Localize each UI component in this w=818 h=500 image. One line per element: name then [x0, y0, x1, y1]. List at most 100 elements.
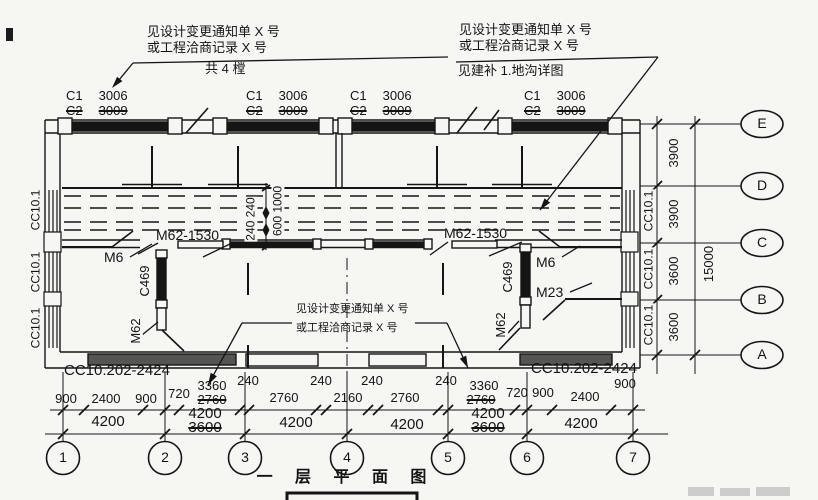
window-size-new: 3006 [556, 88, 586, 103]
window-tag-2: C1 3006 C2 3009 [246, 88, 308, 118]
dim-right-span-3: 3600 [665, 255, 682, 287]
leader-lines [112, 56, 659, 386]
dim-row1: 240 [310, 373, 332, 388]
axis-bubble-7: 7 [629, 449, 637, 465]
door-tag-m62-right: M62 [492, 311, 509, 339]
note-top-left-count: 共 4 樘 [205, 61, 246, 76]
stamp-marks [6, 28, 790, 496]
note-middle-line1: 见设计变更通知单 X 号 [296, 303, 409, 315]
dim-row1: 900 [614, 376, 636, 391]
dim-row2-struck: 3600 [471, 419, 505, 436]
window-code-new: C1 [246, 88, 263, 103]
bottom-dimensions [45, 372, 668, 441]
wall-window-cc101: CC10.1 [641, 303, 656, 347]
window-code-old: C2 [246, 103, 263, 118]
axis-bubble-1: 1 [59, 449, 67, 465]
dim-right-span-4: 3600 [665, 311, 682, 343]
window-size-new: 3006 [278, 88, 308, 103]
window-code-old: C2 [350, 103, 367, 118]
window-code-new: C1 [350, 88, 367, 103]
dim-row1-struck: 2760 [197, 392, 227, 407]
axis-bubble-b: B [757, 291, 767, 307]
axis-bubble-c: C [756, 234, 768, 250]
axis-bubble-d: D [756, 177, 768, 193]
axis-bubble-2: 2 [161, 449, 169, 465]
door-tag-m23: M23 [536, 284, 564, 300]
window-tag-1: C1 3006 C2 3009 [66, 88, 128, 118]
window-size-old: 3009 [382, 103, 412, 118]
door-tag-m62-1530-right: M62-1530 [444, 225, 508, 241]
dim-row1: 2760 [269, 390, 299, 405]
side-windows [43, 190, 639, 348]
axis-bubble-3: 3 [241, 449, 249, 465]
bottom-windows [87, 353, 613, 367]
title-box [285, 491, 419, 500]
axis-bubble-a: A [757, 346, 767, 362]
window-code-old: C2 [524, 103, 541, 118]
dim-right-span-1: 3900 [665, 137, 682, 169]
window-size-new: 3006 [382, 88, 412, 103]
note-middle-line2: 或工程洽商记录 X 号 [296, 322, 398, 334]
corridor [62, 133, 622, 250]
dim-row2: 4200 [564, 415, 598, 432]
dim-row1: 240 [237, 373, 259, 388]
wall-window-cc101: CC10.1 [641, 247, 656, 291]
window-tag-cc10202-right: CC10.202-2424 [531, 360, 637, 377]
dim-row1: 2400 [570, 389, 600, 404]
window-code-new: C1 [66, 88, 83, 103]
dim-row1-struck: 2760 [466, 392, 496, 407]
dim-row2: 4200 [188, 405, 222, 422]
dim-row1: 2760 [390, 390, 420, 405]
dim-row1: 900 [135, 391, 157, 406]
note-top-right-line1: 见设计变更通知单 X 号 [459, 22, 592, 37]
window-size-new: 3006 [98, 88, 128, 103]
window-size-old: 3009 [98, 103, 128, 118]
dim-row1: 3360 [197, 378, 227, 393]
dim-right-span-2: 3900 [665, 198, 682, 230]
door-tag-m62-1530-left: M62-1530 [156, 227, 220, 243]
dim-center-walls: 240 240 [243, 196, 258, 242]
door-tag-m62-left: M62 [127, 317, 144, 345]
dim-row2-struck: 3600 [188, 419, 222, 436]
dim-row1: 900 [532, 385, 554, 400]
axis-bubble-4: 4 [343, 449, 351, 465]
drawing-title: 一 层 平 面 图 [256, 469, 436, 486]
axis-bubble-e: E [757, 115, 767, 131]
dim-row1: 240 [435, 373, 457, 388]
dim-row1: 900 [55, 391, 77, 406]
wall-window-cc101: CC10.1 [641, 189, 656, 233]
window-size-old: 3009 [278, 103, 308, 118]
dim-row1: 2400 [91, 391, 121, 406]
dim-center-corridor: 600 1000 [270, 184, 285, 238]
dim-row2: 4200 [390, 416, 424, 433]
door-tag-m6-left: M6 [104, 249, 124, 265]
dim-row1: 240 [361, 373, 383, 388]
dim-row1: 2160 [333, 390, 363, 405]
dim-row1: 3360 [469, 378, 499, 393]
dim-row1: 720 [168, 386, 190, 401]
window-tag-c469-right: C469 [499, 260, 516, 294]
wall-window-cc101: CC10.1 [28, 306, 43, 350]
axis-bubble-5: 5 [444, 449, 452, 465]
dim-right-total: 15000 [700, 244, 717, 284]
window-tag-cc10202-left: CC10.202-2424 [64, 362, 170, 379]
dim-row1: 720 [506, 385, 528, 400]
window-tag-4: C1 3006 C2 3009 [524, 88, 586, 118]
dim-row2: 4200 [279, 414, 313, 431]
wall-window-cc101: CC10.1 [28, 188, 43, 232]
note-top-left-line1: 见设计变更通知单 X 号 [147, 24, 280, 39]
window-size-old: 3009 [556, 103, 586, 118]
window-code-new: C1 [524, 88, 541, 103]
right-dimensions [640, 116, 741, 374]
axis-bubble-6: 6 [523, 449, 531, 465]
note-top-right-detail: 见建补 1.地沟详图 [458, 63, 564, 78]
window-code-old: C2 [66, 103, 83, 118]
dim-row2: 4200 [471, 405, 505, 422]
note-top-right-line2: 或工程洽商记录 X 号 [459, 38, 579, 53]
top-windows [57, 106, 623, 135]
lower-partitions [62, 230, 622, 372]
dim-row2: 4200 [91, 413, 125, 430]
window-tag-c469-left: C469 [136, 264, 153, 298]
